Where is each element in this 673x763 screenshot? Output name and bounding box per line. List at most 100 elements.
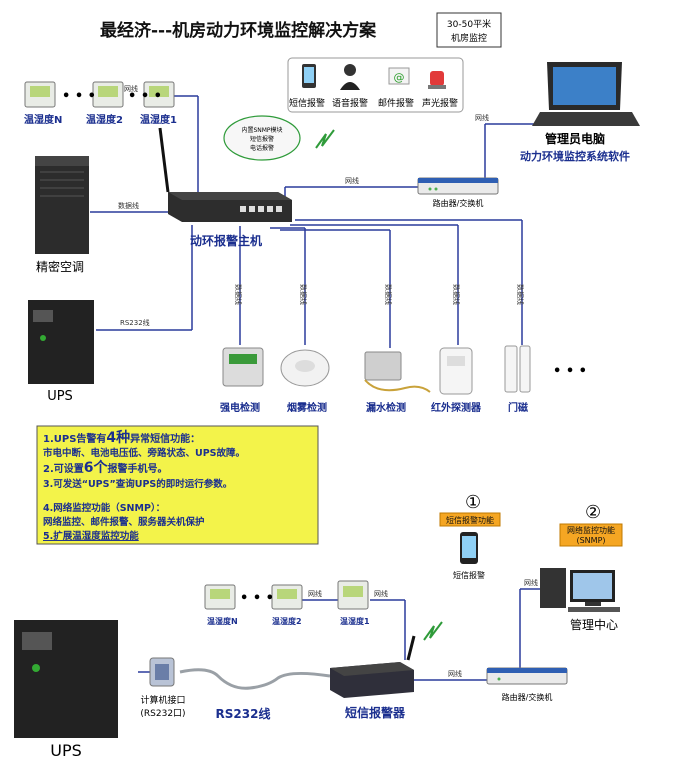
bottom-wireless-signal-icon bbox=[423, 621, 443, 641]
admin-pc-label: 管理员电脑 bbox=[545, 131, 605, 146]
person-voice-icon bbox=[340, 64, 360, 90]
ups-top-label: UPS bbox=[47, 389, 73, 404]
precision-ac-label: 精密空调 bbox=[36, 259, 84, 274]
features-line-4: 3.可发送“UPS”查询UPS的即时运行参数。 bbox=[43, 478, 232, 490]
ups-top-icon bbox=[28, 300, 94, 384]
power-detector-icon bbox=[222, 347, 264, 387]
sms-alarmer-label: 短信报警器 bbox=[345, 705, 406, 720]
detector-label-power: 强电检测 bbox=[220, 401, 260, 414]
management-center-label: 管理中心 bbox=[570, 617, 618, 632]
desktop-computer-icon bbox=[540, 568, 620, 612]
precision-ac-icon bbox=[35, 156, 89, 254]
top-sensor-label-2: 温湿度2 bbox=[86, 113, 123, 126]
cloud-line3: 电话报警 bbox=[250, 144, 274, 152]
data-wire-label-1: 数据线 bbox=[234, 284, 243, 305]
wire-label-bottom-sensor-b: 网线 bbox=[374, 589, 388, 598]
title-badge-line1: 30-50平米 bbox=[447, 18, 491, 30]
router-bottom-label: 路由器/交换机 bbox=[502, 692, 553, 702]
alarm-label-sound-light: 声光报警 bbox=[422, 97, 458, 109]
rs232-cable-icon bbox=[179, 668, 331, 690]
bottom-sensor-label-n: 温湿度N bbox=[207, 616, 238, 626]
title-badge-line2: 机房监控 bbox=[451, 32, 487, 44]
alarm-label-voice: 语音报警 bbox=[332, 97, 368, 109]
router-top-icon bbox=[417, 177, 499, 195]
bottom-connection-lines bbox=[138, 588, 540, 681]
rs232-line-label: RS232线 bbox=[216, 706, 271, 721]
top-sensor-n bbox=[24, 81, 56, 108]
wire-label-center: 网线 bbox=[524, 578, 538, 587]
detector-label-door: 门磁 bbox=[508, 401, 528, 414]
features-line-6: 网络监控、邮件报警、服务器关机保护 bbox=[43, 516, 205, 528]
features-box bbox=[36, 425, 319, 545]
top-sensor-2 bbox=[92, 81, 124, 108]
smoke-detector-icon bbox=[280, 349, 330, 387]
wire-label-router: 网线 bbox=[345, 176, 359, 185]
detector-label-water: 漏水检测 bbox=[366, 401, 406, 414]
email-icon: @ bbox=[388, 67, 410, 85]
bottom-sensor-1 bbox=[337, 580, 369, 610]
title-badge bbox=[436, 12, 502, 48]
data-wire-label-4: 数据线 bbox=[452, 284, 461, 305]
router-bottom-icon bbox=[486, 667, 568, 685]
sms-function-tag bbox=[439, 512, 501, 527]
detector-label-smoke: 烟雾检测 bbox=[287, 401, 327, 414]
sms-function-tag-label: 短信报警功能 bbox=[446, 515, 494, 525]
features-line-5: 4.网络监控功能（SNMP）： bbox=[43, 502, 165, 514]
detector-label-infrared: 红外探测器 bbox=[431, 401, 482, 414]
detector-dots: • • • bbox=[553, 364, 587, 379]
top-sensor-dots: • • • bbox=[62, 89, 96, 104]
bottom-sensor-label-2: 温湿度2 bbox=[272, 616, 302, 626]
bottom-sensor-dots: • • • bbox=[240, 591, 274, 606]
top-sensor-dots-2: • • • bbox=[128, 89, 162, 104]
page-title: 最经济---机房动力环境监控解决方案 bbox=[100, 20, 377, 41]
wireless-signal-icon bbox=[315, 129, 335, 149]
features-line-7: 5.扩展温湿度监控功能 bbox=[43, 530, 139, 542]
water-leak-detector-icon bbox=[364, 351, 431, 393]
alarm-host-icon bbox=[158, 127, 292, 222]
port-label-line2: (RS232口) bbox=[140, 709, 185, 719]
wire-label-top-sensor: 网线 bbox=[124, 84, 138, 93]
top-sensor-1 bbox=[143, 81, 175, 108]
network-function-tag bbox=[559, 523, 623, 547]
wire-label-pc: 网线 bbox=[475, 113, 489, 122]
wire-label-bottom-sensor-a: 网线 bbox=[308, 589, 322, 598]
network-function-tag-line2: (SNMP) bbox=[576, 536, 605, 545]
alarm-host-label: 动环报警主机 bbox=[190, 233, 262, 248]
wire-label-bottom-router: 网线 bbox=[448, 669, 462, 678]
sms-alarmer-icon bbox=[330, 635, 416, 698]
top-connection-lines bbox=[90, 95, 547, 348]
rs232-port-icon bbox=[149, 657, 175, 687]
data-wire-label-5: 数据线 bbox=[516, 284, 525, 305]
router-top-label: 路由器/交换机 bbox=[433, 198, 484, 208]
bottom-sensor-n bbox=[204, 584, 236, 610]
circle-two: ② bbox=[585, 502, 601, 523]
cloud-line2: 短信报警 bbox=[250, 135, 274, 143]
ups-bottom-icon bbox=[14, 620, 118, 738]
network-function-tag-line1: 网络监控功能 bbox=[567, 525, 615, 535]
software-label: 动力环境监控系统软件 bbox=[520, 149, 630, 163]
bottom-sensor-2 bbox=[271, 584, 303, 610]
laptop-icon bbox=[532, 62, 640, 126]
port-label-line1: 计算机接口 bbox=[140, 694, 185, 706]
features-line-2: 市电中断、电池电压低、旁路状态、UPS故障。 bbox=[43, 447, 245, 459]
rs232-tag-top: RS232线 bbox=[120, 318, 150, 327]
circle-one: ① bbox=[465, 492, 481, 513]
cloud-icon bbox=[223, 115, 301, 161]
top-sensor-label-n: 温湿度N bbox=[24, 113, 62, 126]
cloud-line1: 内置SNMP模块 bbox=[241, 126, 282, 134]
features-line-3: 2.可设置6个报警手机号。 bbox=[43, 459, 168, 476]
data-wire-label-2: 数据线 bbox=[299, 284, 308, 305]
alarm-methods-box bbox=[287, 57, 464, 113]
features-line-1: 1.UPS告警有4种异常短信功能： bbox=[43, 429, 200, 446]
phone-icon bbox=[302, 64, 316, 88]
top-sensor-label-1: 温湿度1 bbox=[140, 113, 177, 126]
ups-bottom-label: UPS bbox=[50, 741, 82, 760]
siren-icon bbox=[428, 71, 446, 89]
mobile-phone-icon bbox=[460, 532, 478, 564]
bottom-sensor-label-1: 温湿度1 bbox=[340, 616, 370, 626]
svg-text:@: @ bbox=[394, 71, 405, 84]
data-wire-label-ac: 数据线 bbox=[118, 201, 139, 210]
data-wire-label-3: 数据线 bbox=[384, 284, 393, 305]
alarm-label-sms: 短信报警 bbox=[289, 97, 325, 109]
sms-phone-label: 短信报警 bbox=[453, 570, 485, 580]
